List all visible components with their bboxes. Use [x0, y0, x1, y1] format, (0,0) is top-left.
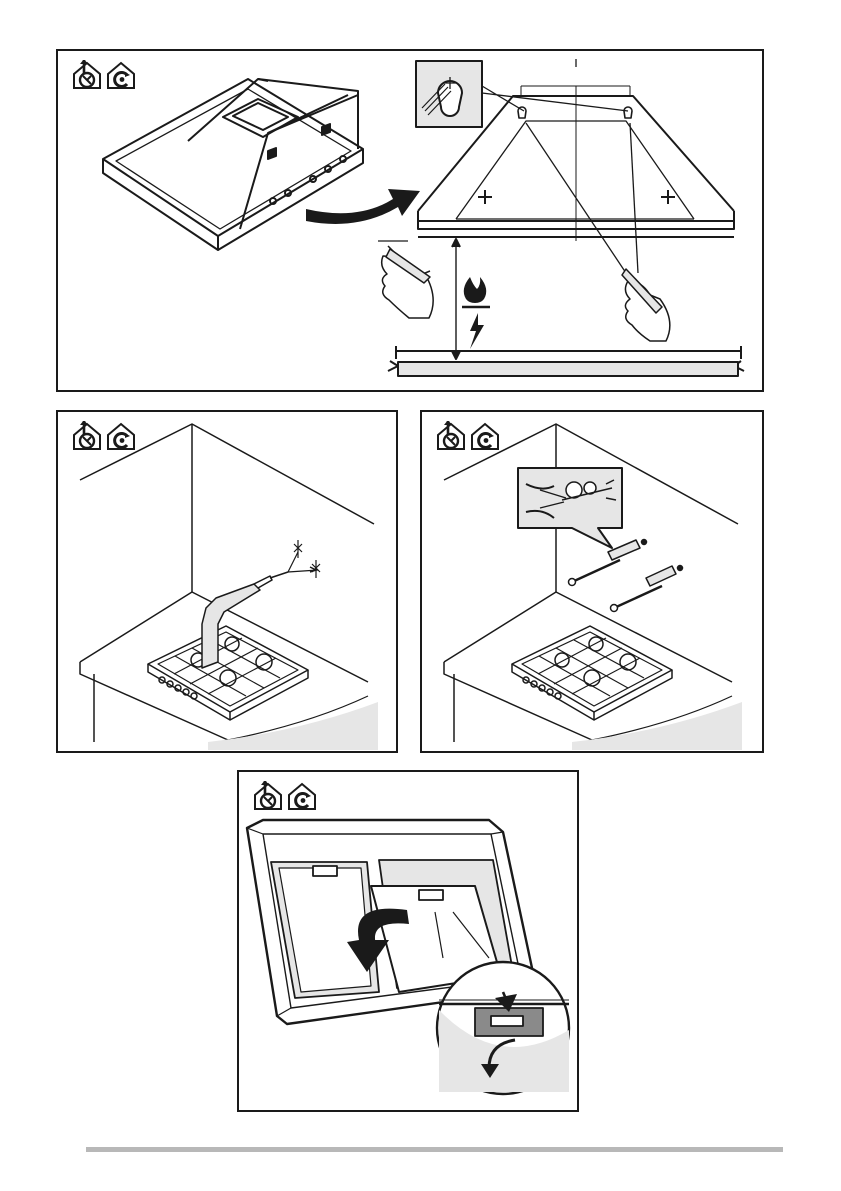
hand-left: [382, 246, 434, 318]
drill-holes-illustration: [58, 412, 395, 750]
footer-rule: [86, 1147, 783, 1152]
step-drill-holes-panel: [56, 410, 398, 753]
step-remove-filters-panel: [237, 770, 579, 1112]
keyhole-detail-inset: [416, 61, 628, 127]
hood-perspective: [103, 79, 363, 250]
step-mark-holes-panel: [56, 49, 764, 392]
mark-holes-illustration: [58, 51, 761, 389]
hand-right: [622, 269, 670, 341]
step-fit-plugs-panel: [420, 410, 764, 753]
fit-plugs-illustration: [422, 412, 761, 750]
hob-surface: [388, 346, 744, 376]
gas-flame-icon: [462, 277, 490, 307]
remove-filters-illustration: [239, 772, 576, 1109]
electric-bolt-icon: [470, 313, 484, 349]
